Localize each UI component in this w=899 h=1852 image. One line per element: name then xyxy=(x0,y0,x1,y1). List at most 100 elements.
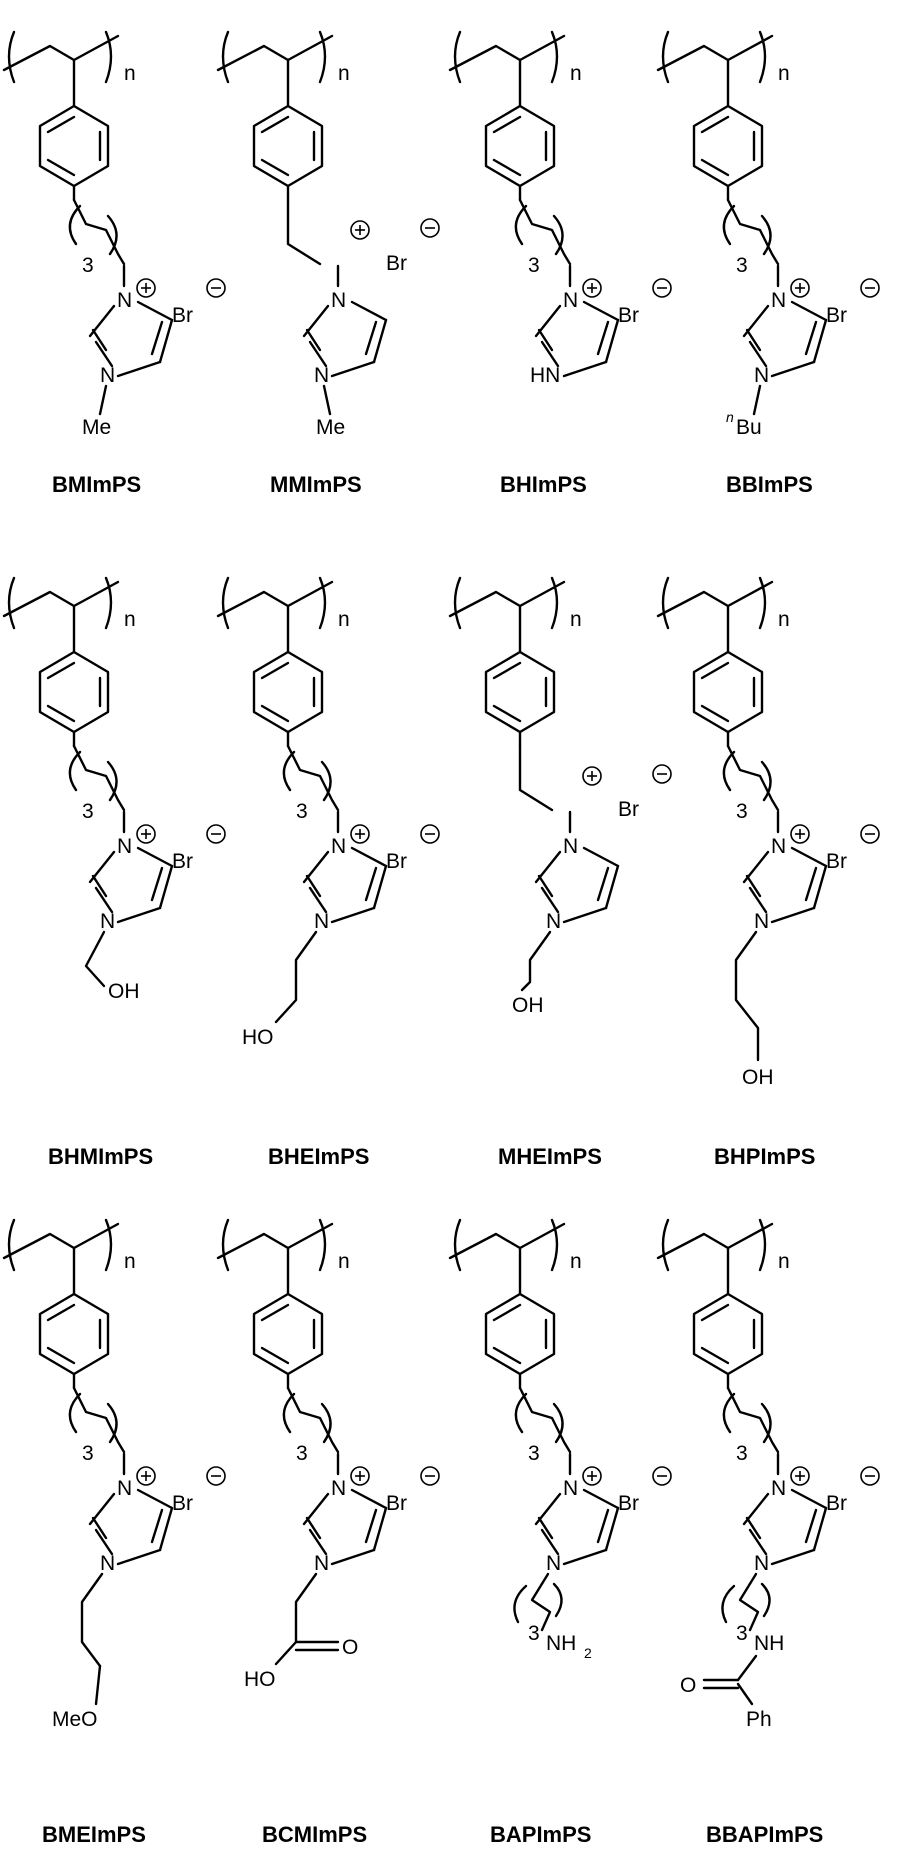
compound-bbimps: n 3 N Br N n Bu xyxy=(656,30,880,439)
svg-text:Br: Br xyxy=(618,798,639,821)
svg-text:N: N xyxy=(563,835,578,858)
compound-mheimps: n N Br N OH xyxy=(448,576,672,1017)
svg-text:OH: OH xyxy=(742,1066,774,1089)
svg-text:Br: Br xyxy=(386,850,407,873)
svg-text:3: 3 xyxy=(736,1622,748,1645)
svg-text:n: n xyxy=(570,62,582,85)
compound-name-bbimps: BBImPS xyxy=(726,472,813,497)
svg-text:N: N xyxy=(331,1477,346,1500)
svg-text:N: N xyxy=(546,1552,561,1575)
svg-text:N: N xyxy=(331,835,346,858)
compound-name-bapimps: BAPImPS xyxy=(490,1822,591,1847)
svg-text:n: n xyxy=(124,1250,136,1273)
svg-text:3: 3 xyxy=(82,254,94,277)
compound-bmeimps: n 3 N Br N MeO xyxy=(2,1218,226,1731)
svg-text:N: N xyxy=(754,364,769,387)
svg-text:Br: Br xyxy=(826,304,847,327)
compound-bhmimps: n 3 N Br N OH xyxy=(2,576,226,1003)
svg-text:HO: HO xyxy=(244,1668,276,1691)
svg-text:N: N xyxy=(117,289,132,312)
svg-text:n: n xyxy=(570,608,582,631)
svg-text:N: N xyxy=(314,364,329,387)
compound-name-bbapimps: BBAPImPS xyxy=(706,1822,823,1847)
svg-text:NH: NH xyxy=(754,1632,784,1655)
svg-text:3: 3 xyxy=(736,1442,748,1465)
compound-name-bhpimps: BHPImPS xyxy=(714,1144,815,1169)
compound-bapimps: n 3 N Br N 3 NH 2 xyxy=(448,1218,672,1661)
svg-text:3: 3 xyxy=(82,800,94,823)
compound-name-bhmimps: BHMImPS xyxy=(48,1144,153,1169)
svg-text:n: n xyxy=(124,608,136,631)
svg-text:N: N xyxy=(100,1552,115,1575)
svg-text:n: n xyxy=(338,1250,350,1273)
svg-text:n: n xyxy=(124,62,136,85)
compound-name-mheimps: MHEImPS xyxy=(498,1144,602,1169)
svg-text:Br: Br xyxy=(172,1492,193,1515)
svg-text:Me: Me xyxy=(82,416,111,439)
svg-text:Me: Me xyxy=(316,416,345,439)
svg-text:HO: HO xyxy=(242,1026,274,1049)
svg-text:Bu: Bu xyxy=(736,416,762,439)
svg-text:n: n xyxy=(778,1250,790,1273)
svg-text:Ph: Ph xyxy=(746,1708,772,1731)
compound-bbapimps: n 3 N Br N 3 NH O Ph xyxy=(656,1218,880,1731)
svg-text:N: N xyxy=(100,364,115,387)
svg-text:3: 3 xyxy=(82,1442,94,1465)
svg-text:OH: OH xyxy=(108,980,140,1003)
svg-text:N: N xyxy=(117,835,132,858)
compound-bcmimps: n 3 N Br N O HO xyxy=(216,1218,440,1691)
svg-text:3: 3 xyxy=(296,1442,308,1465)
svg-text:n: n xyxy=(570,1250,582,1273)
compound-name-mmimps: MMImPS xyxy=(270,472,362,497)
svg-text:Br: Br xyxy=(618,304,639,327)
svg-text:N: N xyxy=(754,1552,769,1575)
svg-text:Br: Br xyxy=(826,850,847,873)
compound-bheimps: n 3 N Br N HO xyxy=(216,576,440,1049)
svg-text:O: O xyxy=(680,1674,696,1697)
svg-text:3: 3 xyxy=(528,254,540,277)
svg-text:3: 3 xyxy=(528,1442,540,1465)
svg-text:2: 2 xyxy=(584,1645,592,1661)
svg-text:N: N xyxy=(771,289,786,312)
svg-text:OH: OH xyxy=(512,994,544,1017)
svg-text:Br: Br xyxy=(386,252,407,275)
svg-text:HN: HN xyxy=(530,364,560,387)
svg-text:N: N xyxy=(314,910,329,933)
svg-text:Br: Br xyxy=(618,1492,639,1515)
svg-text:N: N xyxy=(314,1552,329,1575)
svg-text:3: 3 xyxy=(528,1622,540,1645)
compound-name-bheimps: BHEImPS xyxy=(268,1144,369,1169)
svg-text:Br: Br xyxy=(172,850,193,873)
compound-bmimps: n 3 N Br N Me xyxy=(2,30,226,439)
svg-text:N: N xyxy=(563,1477,578,1500)
svg-text:n: n xyxy=(778,608,790,631)
svg-text:N: N xyxy=(771,1477,786,1500)
svg-text:NH: NH xyxy=(546,1632,576,1655)
svg-text:O: O xyxy=(342,1636,358,1659)
svg-text:3: 3 xyxy=(736,254,748,277)
compound-mmimps: n N Br N Me xyxy=(216,30,440,439)
svg-text:N: N xyxy=(771,835,786,858)
svg-text:Br: Br xyxy=(386,1492,407,1515)
svg-text:3: 3 xyxy=(736,800,748,823)
svg-text:N: N xyxy=(331,289,346,312)
compound-name-bmimps: BMImPS xyxy=(52,472,141,497)
svg-text:N: N xyxy=(546,910,561,933)
compound-bhimps: n 3 N Br HN xyxy=(448,30,672,387)
compound-bhpimps: n 3 N Br N OH xyxy=(656,576,880,1089)
svg-text:N: N xyxy=(117,1477,132,1500)
svg-text:N: N xyxy=(754,910,769,933)
svg-text:MeO: MeO xyxy=(52,1708,98,1731)
svg-text:n: n xyxy=(338,62,350,85)
svg-text:n: n xyxy=(778,62,790,85)
compound-name-bcmimps: BCMImPS xyxy=(262,1822,367,1847)
svg-text:n: n xyxy=(338,608,350,631)
compound-name-bhimps: BHImPS xyxy=(500,472,587,497)
svg-text:N: N xyxy=(563,289,578,312)
svg-text:N: N xyxy=(100,910,115,933)
compound-name-bmeimps: BMEImPS xyxy=(42,1822,146,1847)
svg-text:Br: Br xyxy=(826,1492,847,1515)
svg-text:3: 3 xyxy=(296,800,308,823)
svg-text:Br: Br xyxy=(172,304,193,327)
